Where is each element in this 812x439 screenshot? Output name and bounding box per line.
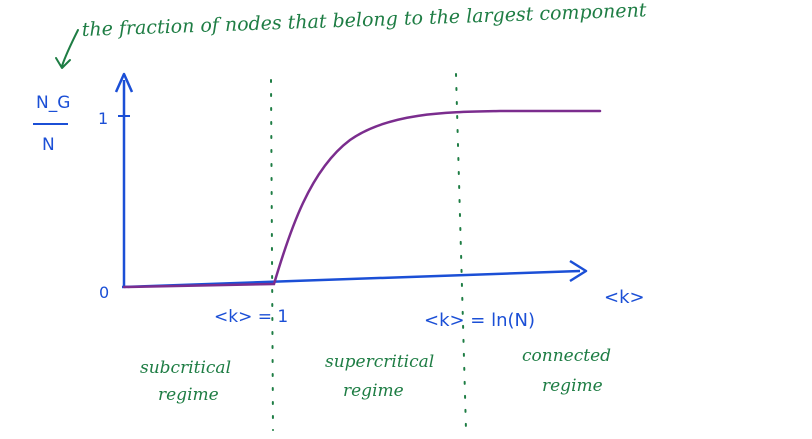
y-axis-arrow-icon [114,72,134,93]
regime-supercritical-line1: supercritical [325,352,434,372]
y-tick-zero-label: 0 [99,283,109,302]
regime-connected-line2: regime [542,376,603,396]
regime-subcritical-line1: subcritical [140,358,231,378]
y-tick-one-label: 1 [98,109,108,128]
regime-connected-line1: connected [522,346,611,366]
annotation-text: the fraction of nodes that belong to the… [81,0,647,41]
threshold-critical-label: <k> = 1 [214,307,288,327]
divider-connected [455,73,467,431]
x-axis-arrow-icon [569,259,588,283]
y-label-denominator: N [42,135,55,155]
annotation-arrow-icon [55,29,79,69]
regime-supercritical-line2: regime [343,381,404,401]
giant-component-curve [122,109,602,289]
regime-subcritical-line2: regime [158,385,219,405]
y-label-numerator: N_G [36,93,70,113]
x-axis-label: <k> [604,287,645,308]
divider-critical [270,79,274,431]
threshold-connected-label: <k> = ln(N) [424,310,535,331]
